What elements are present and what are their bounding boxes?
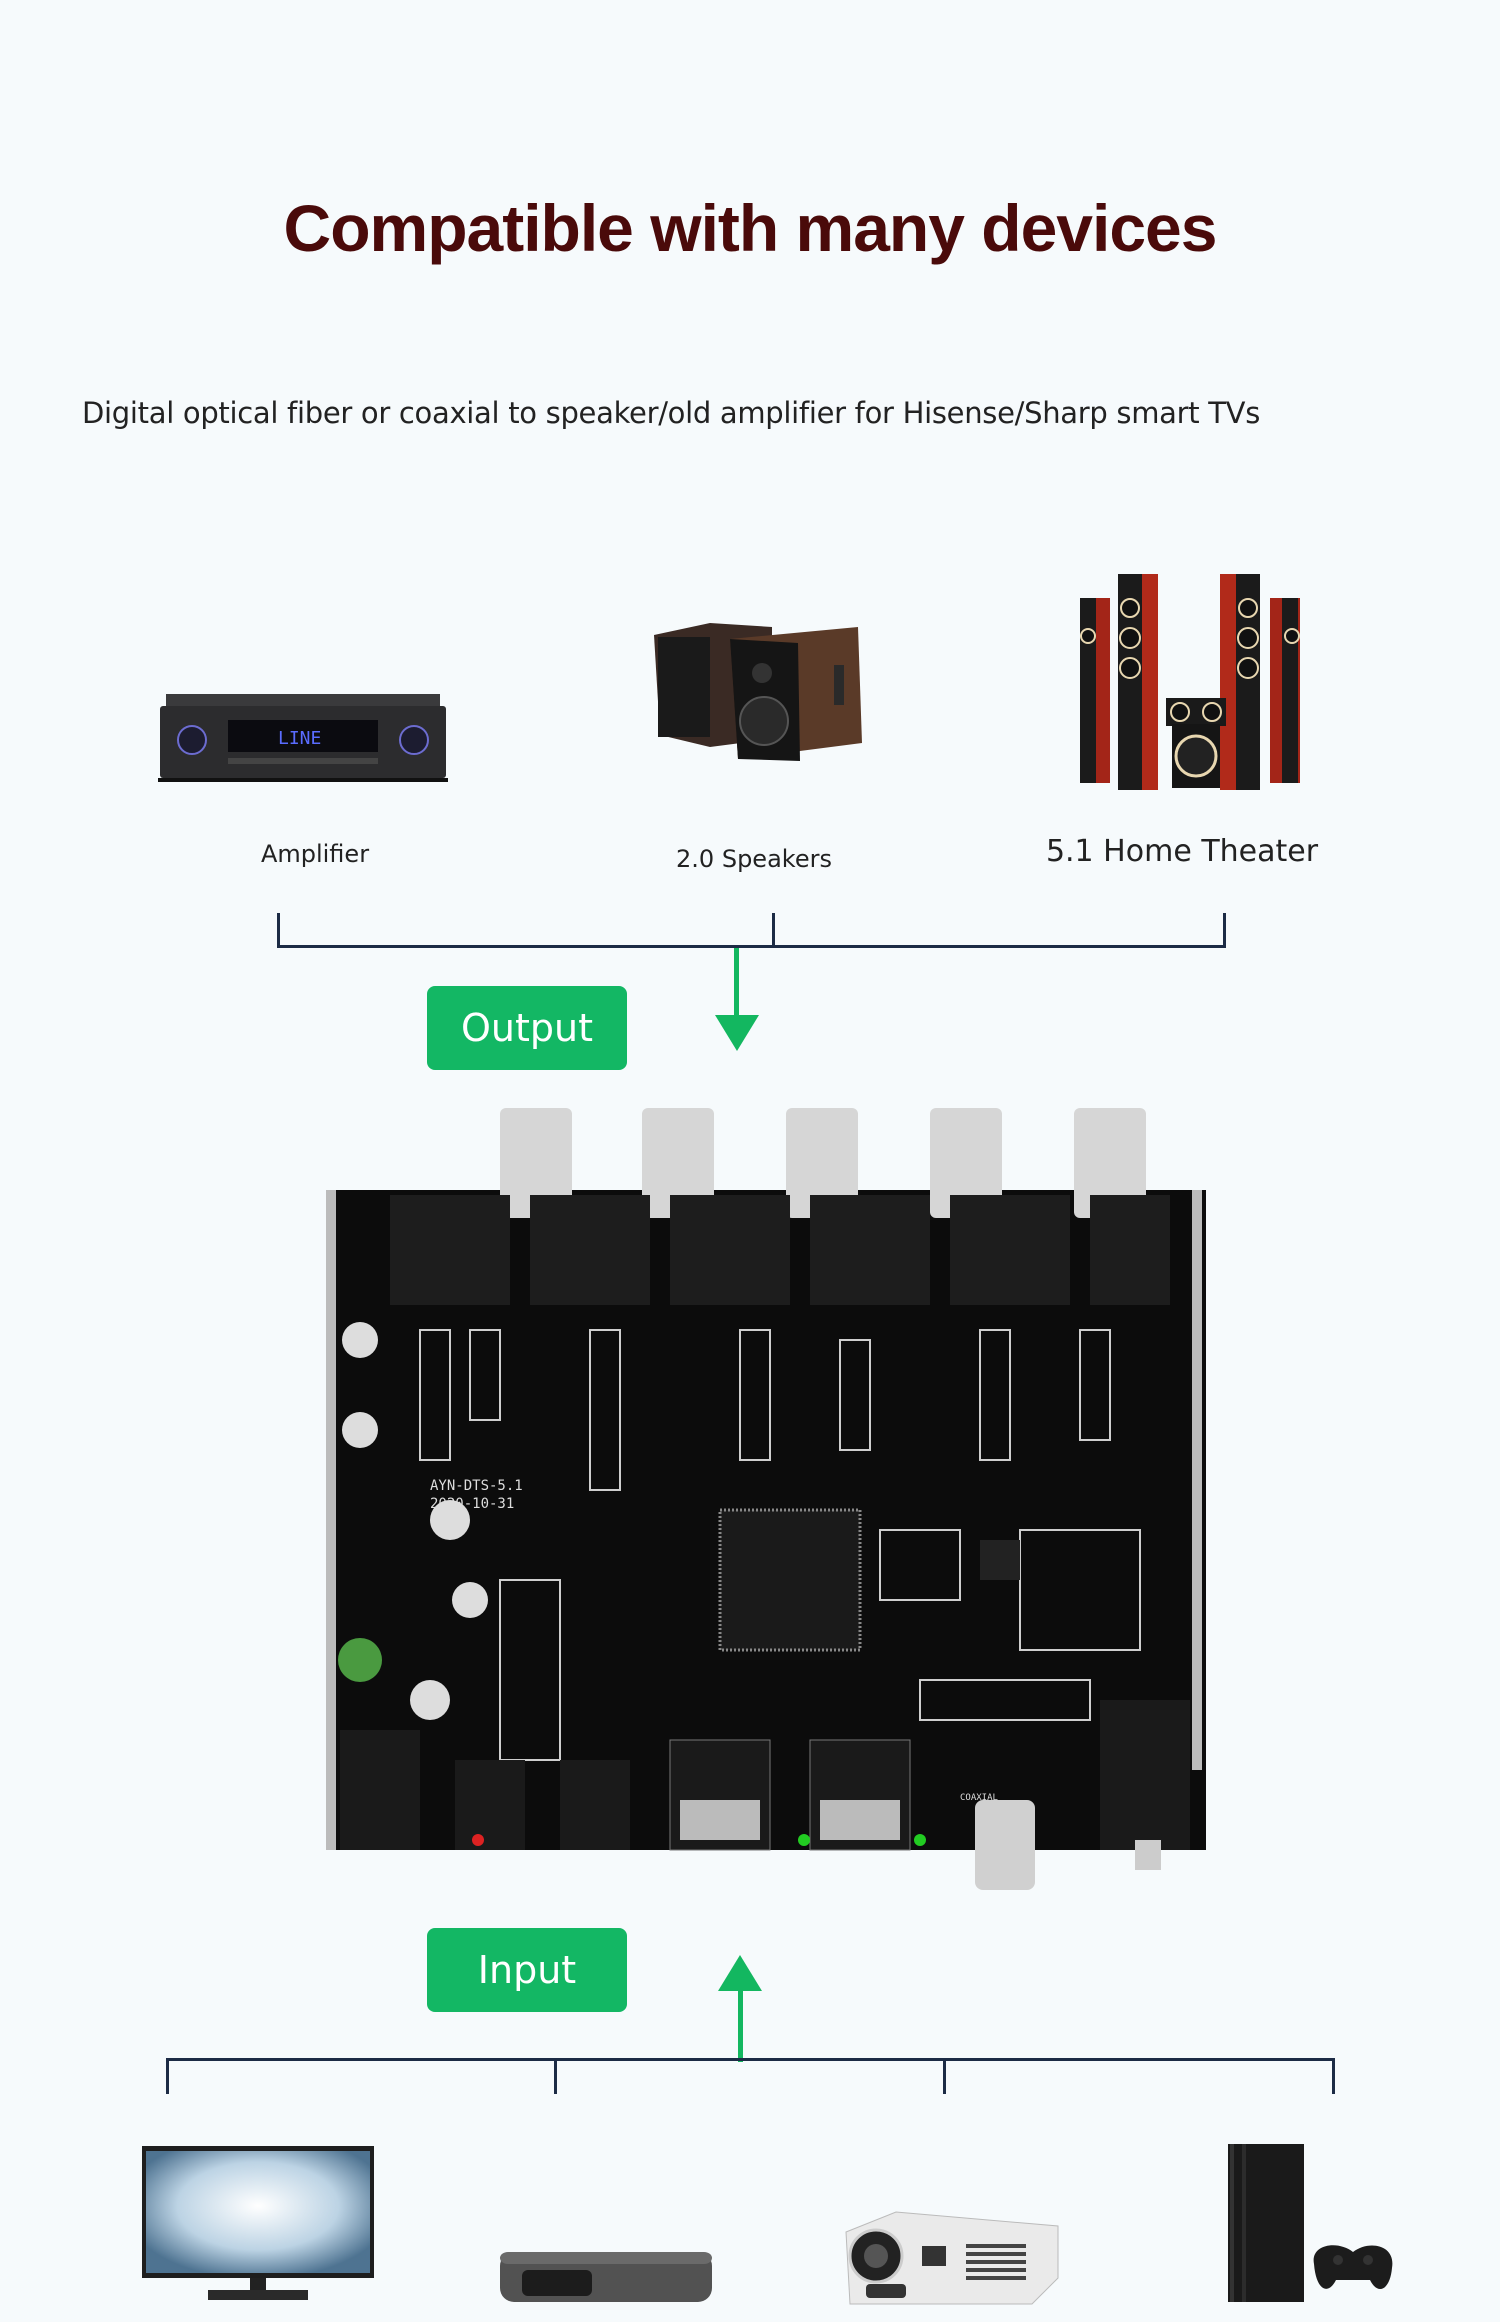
speakers-icon <box>650 615 870 765</box>
arrow-up-icon <box>718 1955 762 1991</box>
input-bracket-line <box>166 2058 1335 2061</box>
bracket-tick <box>772 913 775 948</box>
bracket-tick <box>277 913 280 948</box>
board-date-text: 2020-10-31 <box>430 1496 514 1512</box>
svg-text:LINE: LINE <box>278 728 321 749</box>
page-subtitle: Digital optical fiber or coaxial to spea… <box>82 396 1261 430</box>
device-label-home-theater: 5.1 Home Theater <box>1045 834 1319 869</box>
bracket-tick <box>166 2058 169 2094</box>
board-model-text: AYN-DTS-5.1 <box>430 1478 523 1494</box>
arrow-down-icon <box>715 1015 759 1051</box>
output-bracket-line <box>277 945 1226 948</box>
set-top-box-icon <box>496 2250 716 2306</box>
game-console-icon <box>1228 2144 1398 2306</box>
board-coaxial-text: COAXIAL <box>960 1793 998 1803</box>
input-tag: Input <box>427 1928 627 2012</box>
home-theater-icon <box>1070 568 1310 808</box>
tv-icon <box>142 2146 374 2306</box>
decoder-board-image: AYN-DTS-5.1 2020-10-31 COAXIAL <box>320 1100 1210 1900</box>
amplifier-icon: LINE <box>158 690 448 790</box>
device-label-speakers: 2.0 Speakers <box>676 845 832 873</box>
device-label-amplifier: Amplifier <box>260 840 370 868</box>
output-arrow-shaft <box>734 948 739 1018</box>
bracket-tick <box>943 2058 946 2094</box>
bracket-tick <box>1223 913 1226 948</box>
bracket-tick <box>554 2058 557 2094</box>
projector-icon <box>836 2208 1062 2308</box>
input-arrow-shaft <box>738 1990 743 2062</box>
bracket-tick <box>1332 2058 1335 2094</box>
output-tag: Output <box>427 986 627 1070</box>
page-title: Compatible with many devices <box>283 191 1218 265</box>
